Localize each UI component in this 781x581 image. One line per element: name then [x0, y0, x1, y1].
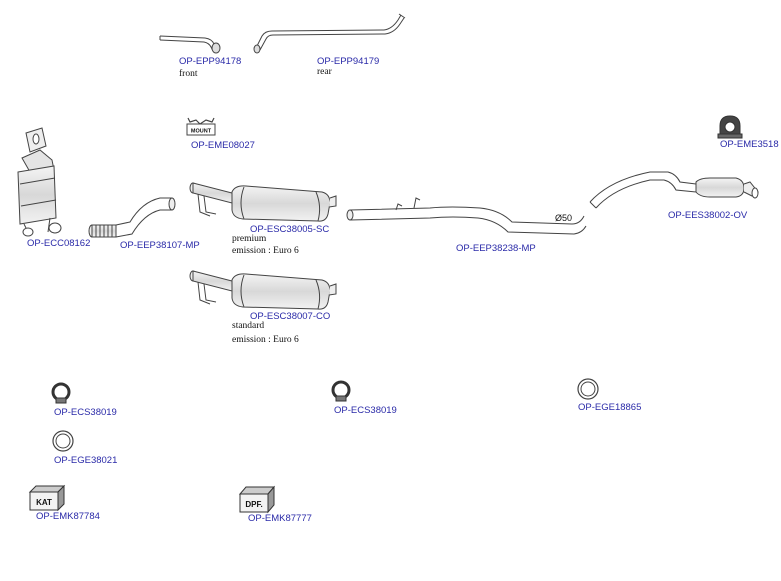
- rear-pipe-drawing[interactable]: [253, 13, 406, 54]
- dpf-standard-code[interactable]: OP-ESC38007-CO: [250, 311, 331, 322]
- dpf-box-label: DPF.: [245, 500, 262, 509]
- rear-pipe-code[interactable]: OP-EPP94179: [317, 56, 380, 67]
- kit-kat-code[interactable]: OP-EMK87784: [36, 511, 100, 522]
- front-pipe-code[interactable]: OP-EPP94178: [179, 56, 242, 67]
- catalyst-drawing[interactable]: [17, 127, 62, 237]
- gasket-1-drawing[interactable]: [52, 430, 74, 452]
- clamp-2-drawing[interactable]: [331, 380, 351, 402]
- rubber-mount-code[interactable]: OP-EME3518: [720, 139, 779, 150]
- middle-pipe-drawing[interactable]: Ø50: [346, 197, 587, 235]
- mount-code[interactable]: OP-EME08027: [191, 140, 255, 151]
- kit-kat-box-drawing[interactable]: KAT: [28, 484, 66, 512]
- clamp-1-drawing[interactable]: [51, 382, 71, 404]
- mount-box-label: MOUNT: [191, 129, 212, 135]
- dpf-premium-note: premium: [232, 234, 267, 244]
- dpf-standard-note: standard: [232, 321, 265, 331]
- gasket-2-drawing[interactable]: [577, 378, 599, 400]
- mount-drawing[interactable]: MOUNT: [186, 117, 216, 136]
- front-pipe-note: front: [179, 69, 198, 79]
- flex-pipe-drawing[interactable]: [88, 197, 176, 238]
- kit-dpf-box-drawing[interactable]: DPF.: [238, 485, 276, 514]
- catalyst-code[interactable]: OP-ECC08162: [27, 238, 91, 249]
- clamp-2-code[interactable]: OP-ECS38019: [334, 405, 397, 416]
- gasket-2-code[interactable]: OP-EGE18865: [578, 402, 642, 413]
- rear-silencer-drawing[interactable]: [589, 171, 759, 209]
- dpf-standard-drawing[interactable]: [189, 270, 337, 310]
- dpf-premium-emission: emission : Euro 6: [232, 246, 299, 256]
- kat-box-label: KAT: [36, 498, 52, 507]
- gasket-1-code[interactable]: OP-EGE38021: [54, 455, 118, 466]
- kit-dpf-code[interactable]: OP-EMK87777: [248, 513, 312, 524]
- dpf-premium-code[interactable]: OP-ESC38005-SC: [250, 224, 330, 235]
- rear-silencer-code[interactable]: OP-EES38002-OV: [668, 210, 748, 221]
- dpf-standard-emission: emission : Euro 6: [232, 335, 299, 345]
- flex-pipe-code[interactable]: OP-EEP38107-MP: [120, 240, 200, 251]
- middle-pipe-code[interactable]: OP-EEP38238-MP: [456, 243, 536, 254]
- diameter-label: Ø50: [555, 213, 572, 223]
- rear-pipe-note: rear: [317, 67, 332, 77]
- dpf-premium-drawing[interactable]: [189, 182, 337, 222]
- front-pipe-drawing[interactable]: [159, 35, 221, 54]
- clamp-1-code[interactable]: OP-ECS38019: [54, 407, 117, 418]
- rubber-mount-drawing[interactable]: [717, 115, 743, 139]
